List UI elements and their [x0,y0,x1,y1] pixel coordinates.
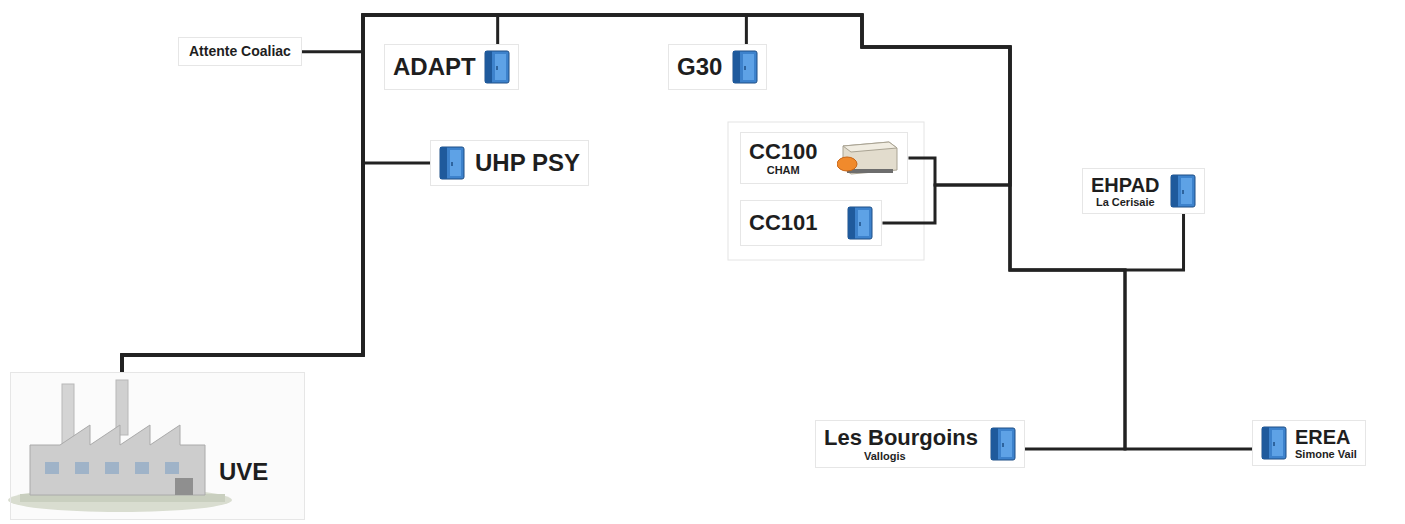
station-name: G30 [677,54,722,80]
station-name: UHP PSY [475,150,580,176]
station-name: CC101 [749,211,817,235]
cabinet-handle [496,66,498,70]
station-subtitle: CHAM [749,164,817,176]
factory-building [30,425,205,495]
cabinet-side [733,51,740,83]
text-group: UHP PSY [475,150,580,176]
station-box: Les BourgoinsVallogis [815,420,1025,468]
cabinet-handle [1002,443,1004,447]
pipe-line [122,15,1184,372]
substation-icon [439,146,465,180]
text-group: CC100CHAM [749,140,817,176]
station-box: UHP PSY [430,140,589,186]
substation-icon [484,50,510,84]
station-box: CC101 [740,200,882,246]
cabinet-body [1262,427,1286,459]
cabinet-door [1272,430,1283,456]
chimney [62,384,74,444]
substation-icon [847,206,873,240]
text-group: EHPADLa Cerisaie [1091,174,1160,208]
cabinet-door [858,210,869,236]
station-box: Attente Coaliac [178,37,302,66]
text-group: ADAPT [393,54,476,80]
cabinet-body [991,428,1015,460]
cabinet-handle [1273,442,1275,446]
station-subtitle: Simone Vail [1295,448,1357,460]
window [165,462,179,474]
station-name: Attente Coaliac [189,44,291,59]
pipe-line [122,15,1252,449]
cabinet-side [848,207,855,239]
pipe-line [122,163,430,372]
text-group: G30 [677,54,722,80]
cabinet-body [733,51,757,83]
cabinet-body [485,51,509,83]
text-group: CC101 [749,211,817,235]
pipe-line [122,15,1125,449]
station-name: EHPAD [1091,174,1160,196]
substation-icon [1261,426,1287,460]
station-name: CC100 [749,140,817,164]
station-box: ADAPT [384,44,519,90]
cabinet-handle [860,222,862,226]
cabinet-side [485,51,492,83]
cabinet-body [440,147,464,179]
door [175,478,193,495]
station-box: EREASimone Vail [1252,420,1366,466]
substation-icon [1170,174,1196,208]
station-name: ADAPT [393,54,476,80]
window [105,462,119,474]
text-group: UVE [219,459,268,485]
station-box: EHPADLa Cerisaie [1082,168,1205,214]
substation-icon [732,50,758,84]
plant-panel [10,372,305,520]
cabinet-body [848,207,872,239]
station-name: UVE [219,459,268,485]
station-subtitle: La Cerisaie [1091,196,1160,208]
pump-top [843,142,897,152]
pump-fan [837,157,857,171]
substation-icon [990,427,1016,461]
cabinet-door [1001,431,1012,457]
text-group: Attente Coaliac [189,44,291,59]
cabinet-door [450,150,461,176]
pipe-line [122,15,498,372]
cabinet-side [1171,175,1178,207]
window [45,462,59,474]
station-box: CC100CHAM [740,132,908,184]
cabinet-door [743,54,754,80]
station-name: Les Bourgoins [824,426,978,450]
cabinet-side [440,147,447,179]
cabinet-handle [745,66,747,70]
cabinet-body [1171,175,1195,207]
window [75,462,89,474]
heat-pump-icon [837,138,899,178]
substation-panel [728,122,924,260]
pipe-line [122,52,363,372]
station-box: G30 [668,44,767,90]
cabinet-door [1181,178,1192,204]
cabinet-side [1262,427,1269,459]
station-name: EREA [1295,426,1357,448]
window [135,462,149,474]
pipe-line [122,15,746,372]
text-group: Les BourgoinsVallogis [824,426,978,462]
text-group: EREASimone Vail [1295,426,1357,460]
pipe-line [122,15,1010,372]
station-subtitle: Vallogis [864,450,978,462]
pipe-line [122,15,1010,372]
cabinet-handle [451,162,453,166]
cabinet-door [495,54,506,80]
plant-box: UVE [10,372,305,520]
cabinet-handle [1182,190,1184,194]
cabinet-side [991,428,998,460]
